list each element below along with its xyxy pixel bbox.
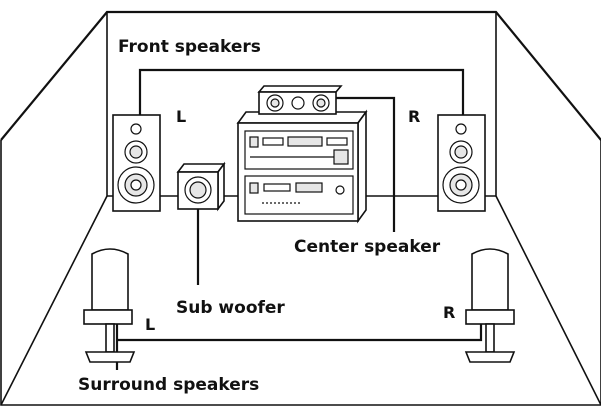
front-speakers-label: Front speakers [118, 37, 261, 57]
center-speaker-label: Center speaker [294, 237, 441, 257]
surround-right-speaker-icon [464, 248, 516, 363]
surround-right-label: R [443, 303, 455, 322]
front-right-label: R [408, 107, 420, 126]
front-right-speaker-icon [437, 114, 486, 212]
front-left-speaker-icon [112, 114, 161, 212]
sub-woofer-label: Sub woofer [176, 298, 285, 318]
subwoofer-icon [176, 161, 226, 212]
surround-speakers-label: Surround speakers [78, 375, 259, 395]
center-speaker-icon [257, 85, 343, 115]
speaker-cables [115, 68, 483, 370]
av-receiver-rack-icon [236, 109, 368, 224]
front-left-label: L [176, 107, 186, 126]
surround-left-label: L [145, 315, 155, 334]
surround-left-speaker-icon [83, 248, 136, 363]
